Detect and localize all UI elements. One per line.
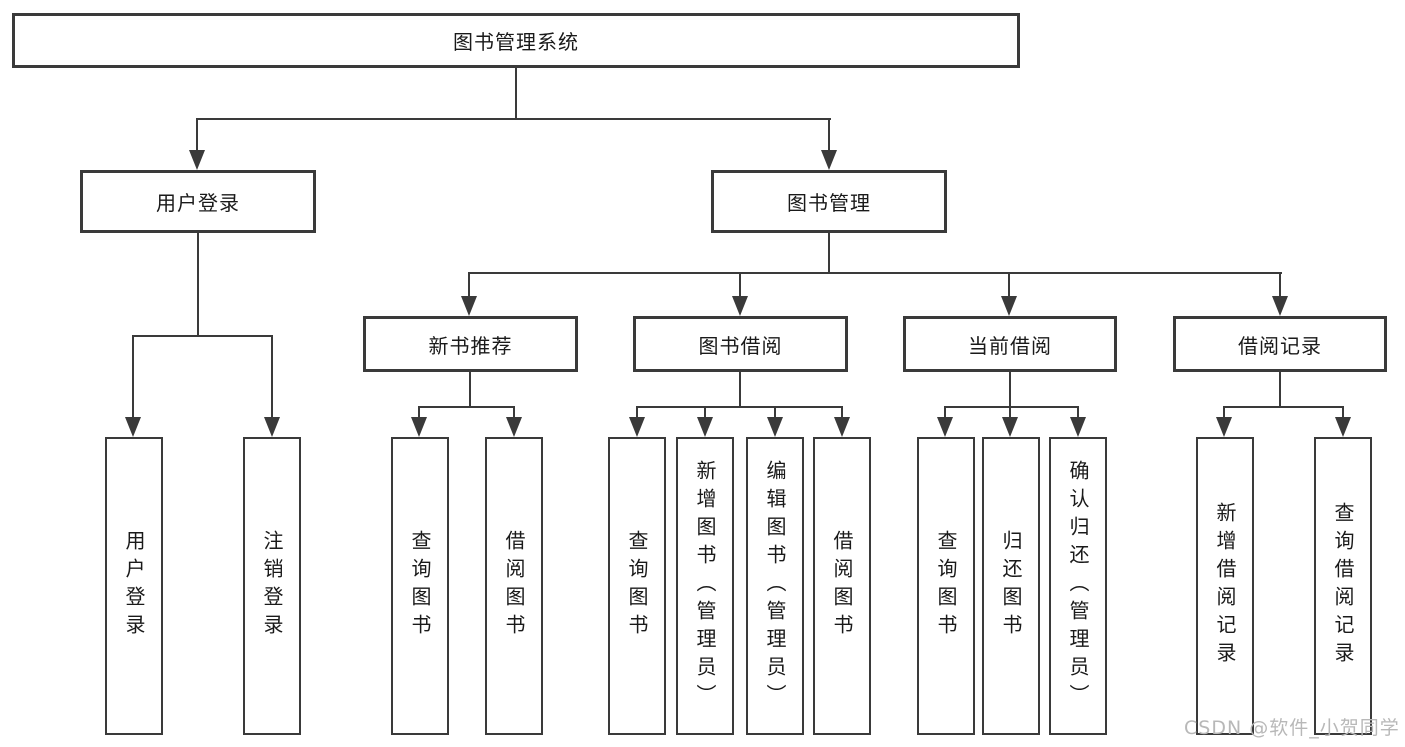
leaf-return-books: 归还图书 — [982, 437, 1040, 735]
connector-line — [197, 118, 831, 120]
arrow-down-icon — [1001, 296, 1017, 316]
connector-line — [841, 406, 843, 421]
arrow-down-icon — [834, 417, 850, 437]
connector-line — [1223, 406, 1225, 421]
connector-line — [1008, 272, 1010, 300]
node-label: 借阅记录 — [1238, 333, 1322, 358]
connector-line — [196, 118, 198, 154]
node-library-management-system: 图书管理系统 — [12, 13, 1020, 68]
leaf-edit-books-admin: 编辑图书（管理员） — [746, 437, 804, 735]
arrow-down-icon — [767, 417, 783, 437]
node-new-book-recommendation: 新书推荐 — [363, 316, 578, 372]
leaf-label: 确认归还（管理员） — [1066, 460, 1090, 712]
connector-line — [828, 118, 830, 154]
connector-line — [418, 406, 420, 421]
arrow-down-icon — [1070, 417, 1086, 437]
arrow-down-icon — [732, 296, 748, 316]
arrow-down-icon — [1002, 417, 1018, 437]
connector-line — [515, 68, 517, 120]
leaf-borrow-books-recommend: 借阅图书 — [485, 437, 543, 735]
leaf-logout: 注销登录 — [243, 437, 301, 735]
arrow-down-icon — [821, 150, 837, 170]
leaf-label: 查询图书 — [934, 530, 958, 642]
connector-line — [468, 272, 470, 300]
connector-line — [944, 406, 946, 421]
arrow-down-icon — [937, 417, 953, 437]
leaf-add-borrow-record: 新增借阅记录 — [1196, 437, 1254, 735]
leaf-label: 查询借阅记录 — [1331, 502, 1355, 670]
leaf-label: 注销登录 — [260, 530, 284, 642]
node-label: 图书管理 — [787, 191, 871, 215]
leaf-borrow-books: 借阅图书 — [813, 437, 871, 735]
leaf-user-login: 用户登录 — [105, 437, 163, 735]
connector-line — [469, 372, 471, 408]
connector-line — [828, 233, 830, 274]
leaf-add-books-admin: 新增图书（管理员） — [676, 437, 734, 735]
node-label: 图书管理系统 — [453, 30, 579, 54]
node-user-login: 用户登录 — [80, 170, 316, 233]
arrow-down-icon — [264, 417, 280, 437]
node-borrowing-records: 借阅记录 — [1173, 316, 1387, 372]
node-label: 当前借阅 — [968, 333, 1052, 358]
node-current-borrowing: 当前借阅 — [903, 316, 1117, 372]
connector-line — [1279, 272, 1281, 300]
connector-line — [1009, 372, 1011, 408]
connector-line — [1077, 406, 1079, 421]
arrow-down-icon — [461, 296, 477, 316]
arrow-down-icon — [1216, 417, 1232, 437]
arrow-down-icon — [629, 417, 645, 437]
connector-line — [739, 272, 741, 300]
connector-line — [739, 372, 741, 408]
leaf-query-books-current: 查询图书 — [917, 437, 975, 735]
connector-line — [513, 406, 515, 421]
connector-line — [1279, 372, 1281, 408]
node-label: 用户登录 — [156, 191, 240, 215]
arrow-down-icon — [125, 417, 141, 437]
leaf-label: 新增图书（管理员） — [693, 460, 717, 712]
connector-line — [132, 335, 273, 337]
connector-line — [271, 335, 273, 421]
leaf-label: 查询图书 — [625, 530, 649, 642]
node-book-borrowing: 图书借阅 — [633, 316, 848, 372]
leaf-label: 借阅图书 — [502, 530, 526, 642]
node-book-management: 图书管理 — [711, 170, 947, 233]
node-label: 图书借阅 — [698, 333, 783, 358]
arrow-down-icon — [411, 417, 427, 437]
leaf-label: 归还图书 — [999, 530, 1023, 642]
leaf-label: 借阅图书 — [830, 530, 854, 642]
connector-line — [1342, 406, 1344, 421]
arrow-down-icon — [189, 150, 205, 170]
arrow-down-icon — [506, 417, 522, 437]
leaf-query-books-borrow: 查询图书 — [608, 437, 666, 735]
connector-line — [1224, 406, 1344, 408]
connector-line — [1009, 406, 1011, 421]
watermark: CSDN @软件_小贺同学 — [1184, 717, 1400, 739]
leaf-label: 查询图书 — [408, 530, 432, 642]
connector-line — [704, 406, 706, 421]
leaf-label: 编辑图书（管理员） — [763, 460, 787, 712]
connector-line — [945, 406, 1079, 408]
leaf-query-books-recommend: 查询图书 — [391, 437, 449, 735]
connector-line — [132, 335, 134, 421]
connector-line — [469, 272, 1282, 274]
arrow-down-icon — [697, 417, 713, 437]
arrow-down-icon — [1335, 417, 1351, 437]
connector-line — [774, 406, 776, 421]
arrow-down-icon — [1272, 296, 1288, 316]
connector-line — [197, 233, 199, 337]
leaf-label: 新增借阅记录 — [1213, 502, 1237, 670]
connector-line — [636, 406, 638, 421]
connector-line — [419, 406, 515, 408]
connector-line — [636, 406, 843, 408]
leaf-confirm-return-admin: 确认归还（管理员） — [1049, 437, 1107, 735]
node-label: 新书推荐 — [428, 333, 513, 358]
leaf-query-borrow-record: 查询借阅记录 — [1314, 437, 1372, 735]
leaf-label: 用户登录 — [122, 530, 146, 642]
